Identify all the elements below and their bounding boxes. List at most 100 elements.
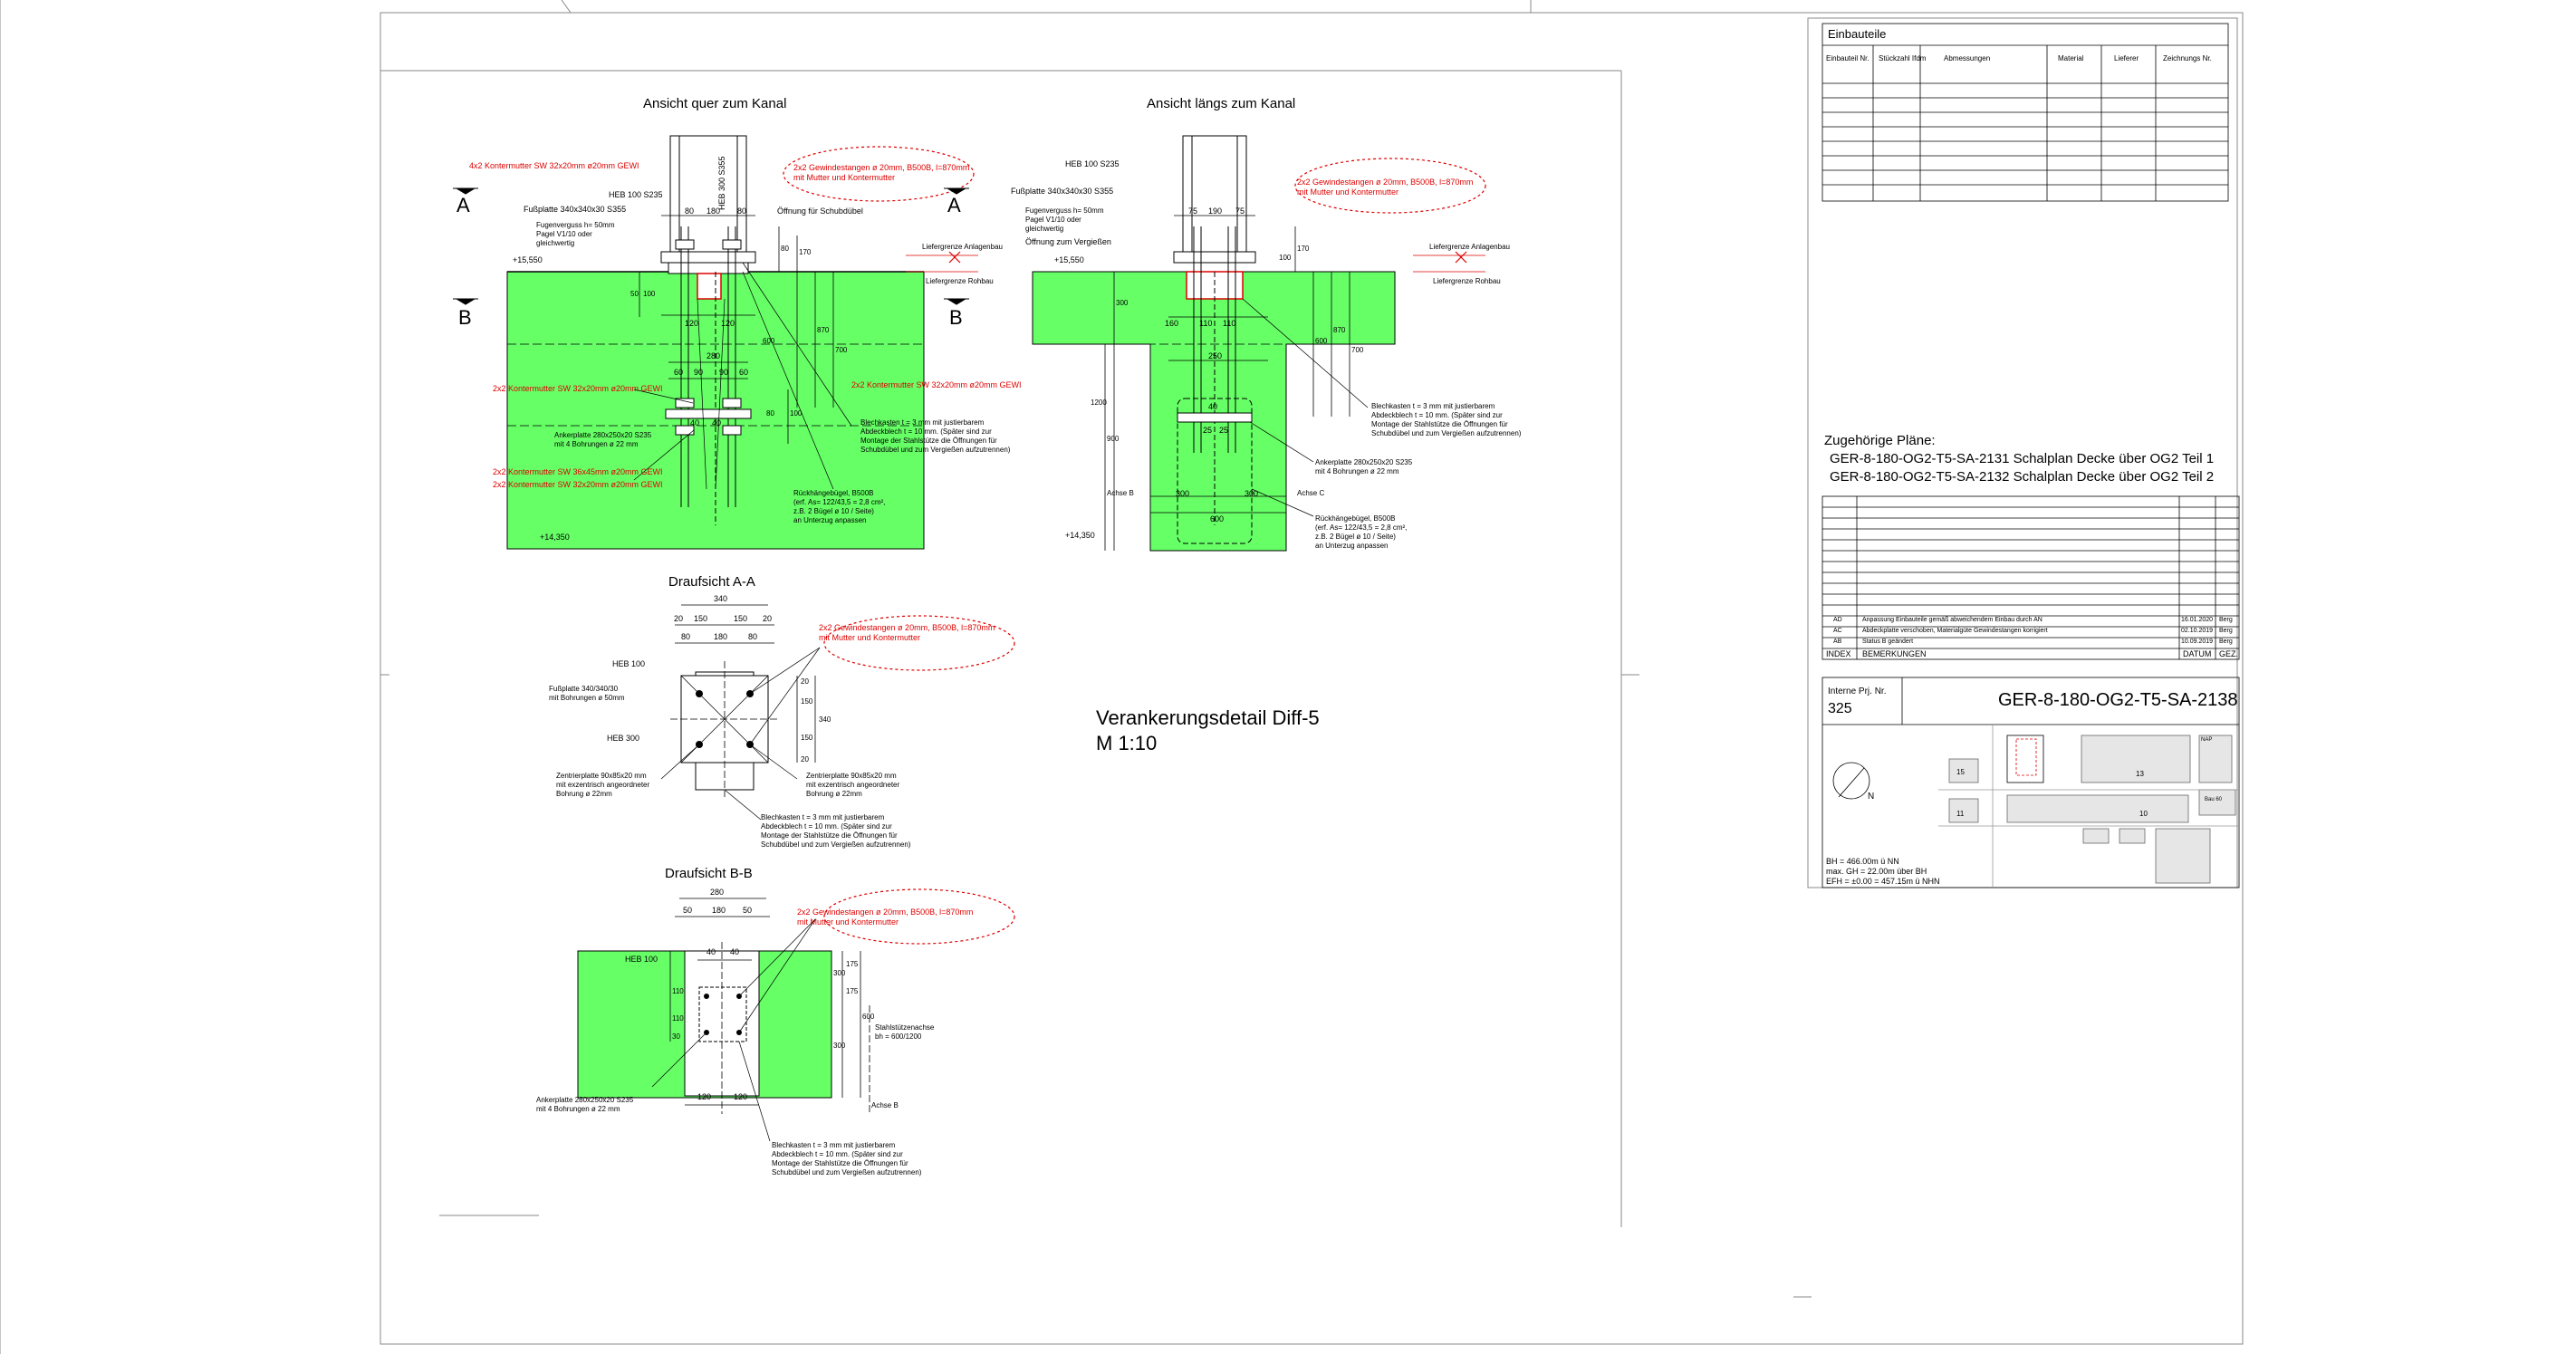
zugehoerige-line1: GER-8-180-OG2-T5-SA-2131 Schalplan Decke… <box>1830 451 2215 466</box>
view1-title: Ansicht quer zum Kanal <box>643 96 787 111</box>
v3-dim-v-4: 20 <box>801 755 809 763</box>
rev-header-by: GEZ. <box>2219 649 2239 658</box>
project-number: 325 <box>1828 701 1852 716</box>
v2-dim-v-4: 870 <box>1333 326 1346 334</box>
bldg-60: Bau 60 <box>2205 797 2223 802</box>
v2-gew-red: 2x2 Gewindestangen ø 20mm, B500B, l=870m… <box>1297 178 1474 197</box>
drawing-title: Verankerungsdetail Diff-5 <box>1096 706 1320 729</box>
v3-dim-r2-1: 20 <box>674 614 684 623</box>
v4-dim-r2-3: 50 <box>743 906 753 915</box>
v1-dim-mid-6: 90 <box>719 368 729 377</box>
einbauteile-col-abm: Abmessungen <box>1944 54 1991 62</box>
v3-dim-r2-4: 20 <box>763 614 773 623</box>
v1-oeffnung: Öffnung für Schubdübel <box>777 206 863 216</box>
v1-rueckhaenge: Rückhängebügel, B500B(erf. As= 122/43,5 … <box>793 489 886 524</box>
v2-dim-top-2: 190 <box>1208 206 1223 216</box>
v3-dim-v-2: 150 <box>801 697 813 706</box>
v1-dim-top-3: 80 <box>737 206 747 216</box>
rev-header-index: INDEX <box>1826 649 1851 658</box>
section-mark-a-left: A <box>457 194 470 216</box>
v1-dim-mid-2: 120 <box>721 319 735 328</box>
einbauteile-col-lieferer: Lieferer <box>2114 54 2139 62</box>
view3-title: Draufsicht A-A <box>668 574 755 590</box>
v1-heb100: HEB 100 S235 <box>609 190 663 199</box>
v4-heb100: HEB 100 <box>625 955 658 964</box>
v4-dim-v-5: 300 <box>833 1042 846 1050</box>
v4-dim-v-3: 300 <box>833 969 846 977</box>
v1-dim-v-9: 100 <box>790 409 803 418</box>
v3-dim-r3-1: 80 <box>681 632 691 641</box>
v1-konter4: 2x2 Kontermutter SW 32x20mm ø20mm GEWI <box>493 480 663 489</box>
v1-dim-v-5: 870 <box>817 326 830 334</box>
drawing-number: GER-8-180-OG2-T5-SA-2138 <box>1998 690 2238 710</box>
rev-1-date: 02.10.2019 <box>2181 628 2214 634</box>
v4-dim-r2-1: 50 <box>683 906 693 915</box>
site-gh: max. GH = 22.00m über BH <box>1826 867 1927 876</box>
v1-dim-mid-8: 40 <box>690 418 700 427</box>
rev-0-text: Anpassung Einbauteile gemäß abweichendem… <box>1862 617 2043 623</box>
section-mark-b-left: B <box>458 306 472 329</box>
section-mark-a-right: A <box>947 194 961 216</box>
zugehoerige-line2: GER-8-180-OG2-T5-SA-2132 Schalplan Decke… <box>1830 469 2215 485</box>
v4-dim-r3-1: 40 <box>706 947 716 956</box>
v1-dim-top-1: 80 <box>685 206 695 216</box>
v1-elev-bottom: +14,350 <box>540 533 570 542</box>
v2-fussplatte: Fußplatte 340x340x30 S355 <box>1011 187 1114 196</box>
v2-dim-v-8: 100 <box>1279 254 1292 262</box>
v4-dim-top: 280 <box>710 888 725 897</box>
v2-dim-v-6: 700 <box>1351 346 1364 354</box>
v4-dim-v-6: 110 <box>672 987 684 995</box>
v2-dim-mid-3: 110 <box>1223 319 1236 328</box>
rev-1-text: Abdeckplatte verschoben, Materialgüte Ge… <box>1862 628 2048 634</box>
v1-dim-mid-9: 40 <box>712 418 722 427</box>
v2-dim-bot-3: 600 <box>1210 514 1225 523</box>
v4-dim-v-2: 175 <box>846 987 859 995</box>
v2-dim-top-1: 75 <box>1188 206 1198 216</box>
rev-0-index: AD <box>1833 617 1842 623</box>
rev-2-by: Berg <box>2219 639 2233 645</box>
v1-liefer-rohbau: Liefergrenze Rohbau <box>926 277 994 285</box>
view2-title: Ansicht längs zum Kanal <box>1147 96 1296 111</box>
rev-header-text: BEMERKUNGEN <box>1862 649 1927 658</box>
v4-dim-v-1: 175 <box>846 960 859 968</box>
rev-1-by: Berg <box>2219 628 2233 634</box>
bldg-13: 13 <box>2136 770 2144 778</box>
v1-gew1: 4x2 Kontermutter SW 32x20mm ø20mm GEWI <box>469 161 639 170</box>
v1-liefer-anlagenbau: Liefergrenze Anlagenbau <box>922 243 1003 251</box>
v1-konter2: 2x2 Kontermutter SW 32x20mm ø20mm GEWI <box>851 380 1022 389</box>
north-label: N <box>1868 792 1875 802</box>
v2-dim-bot-2: 300 <box>1245 489 1259 498</box>
v4-dim-v-7: 110 <box>672 1014 684 1023</box>
site-efh: EFH = ±0.00 = 457.15m ü NHN <box>1826 877 1940 886</box>
v1-dim-v-3: 80 <box>781 245 789 253</box>
view-draufsicht-bb <box>577 888 1015 1142</box>
v1-konter3: 2x2 Kontermutter SW 36x45mm ø20mm GEWI <box>493 467 663 476</box>
site-plan <box>1832 725 2239 888</box>
v1-dim-top-2: 180 <box>706 206 721 216</box>
v2-dim-v-7: 170 <box>1297 245 1310 253</box>
v4-dim-r3-2: 40 <box>730 947 740 956</box>
v1-dim-mid-1: 120 <box>685 319 699 328</box>
v1-heb300: HEB 300 S355 <box>717 156 726 210</box>
rev-0-date: 16.01.2020 <box>2181 617 2214 623</box>
v1-dim-v-4: 170 <box>799 248 812 256</box>
v1-dim-mid-3: 280 <box>706 351 721 360</box>
v3-gew-red: 2x2 Gewindestangen ø 20mm, B500B, l=870m… <box>819 623 995 642</box>
view-laengs-kanal <box>1032 135 1486 552</box>
zugehoerige-title: Zugehörige Pläne: <box>1824 433 1936 448</box>
v4-dim-r2-2: 180 <box>712 906 726 915</box>
v1-dim-v-7: 600 <box>763 337 775 345</box>
v2-achse-b: Achse B <box>1107 489 1134 497</box>
bldg-15: 15 <box>1956 768 1965 776</box>
v3-dim-v-1: 20 <box>801 677 809 686</box>
v3-heb100: HEB 100 <box>612 659 646 668</box>
sheet-frame <box>0 0 2244 1354</box>
rev-0-by: Berg <box>2219 617 2233 623</box>
v2-rueckhaenge: Rückhängebügel, B500B(erf. As= 122/43,5 … <box>1315 514 1408 550</box>
v2-heb100: HEB 100 S235 <box>1065 159 1120 168</box>
v3-dim-v-3: 150 <box>801 734 813 742</box>
v2-dim-mid-2: 110 <box>1199 319 1213 328</box>
